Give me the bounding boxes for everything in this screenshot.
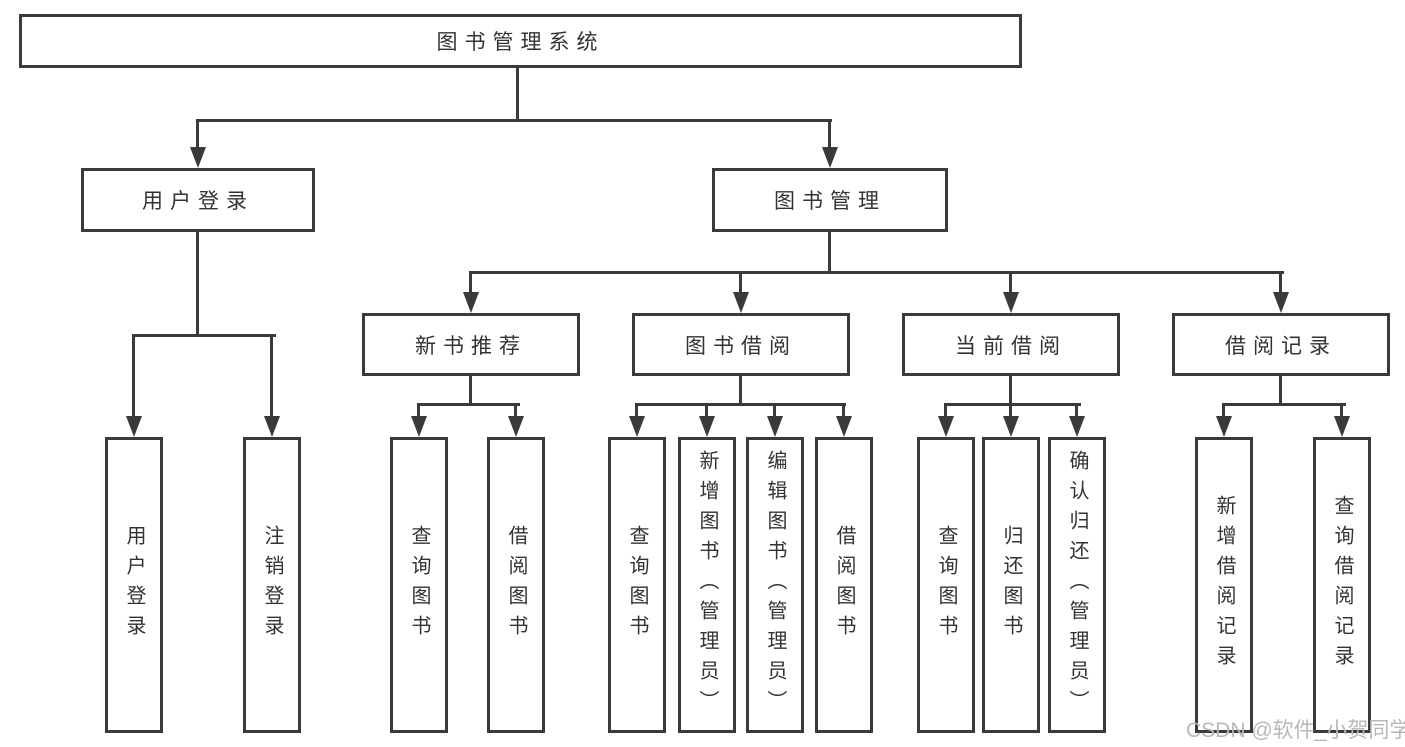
node-leaf-bb-borrow-book-label: 借阅图书 (833, 525, 855, 645)
node-leaf-cb-query-book-label: 查询图书 (935, 525, 957, 645)
node-leaf-bb-query-book-label: 查询图书 (626, 525, 648, 645)
node-leaf-bb-add-book: 新增图书（管理员） (678, 437, 736, 733)
connector-user-login-crossbar (132, 334, 276, 337)
node-leaf-cb-confirm-return-label: 确认归还（管理员） (1066, 450, 1088, 720)
connector-to-new-book-rec (469, 271, 472, 295)
connector-to-cb-return-book (1009, 403, 1012, 418)
node-leaf-bb-edit-book: 编辑图书（管理员） (746, 437, 804, 733)
node-root: 图书管理系统 (19, 14, 1022, 68)
arrow-to-current-borrow-icon (1003, 292, 1019, 313)
node-book-borrow-label: 图书借阅 (685, 334, 797, 358)
connector-to-bb-add-book (705, 403, 708, 418)
connector-to-rec-query-book (417, 403, 420, 418)
node-leaf-rec-query-book: 查询图书 (390, 437, 448, 733)
node-leaf-bb-borrow-book: 借阅图书 (815, 437, 873, 733)
arrow-to-rec-query-book-icon (411, 416, 427, 437)
connector-user-login-stem (196, 232, 199, 337)
node-leaf-bb-query-book: 查询图书 (608, 437, 666, 733)
connector-to-book-mgmt (828, 119, 831, 149)
node-book-mgmt: 图书管理 (712, 168, 948, 232)
arrow-to-new-book-rec-icon (463, 292, 479, 313)
connector-book-borrow-stem (739, 376, 742, 406)
node-leaf-rec-borrow-book-label: 借阅图书 (505, 525, 527, 645)
node-user-login: 用户登录 (81, 168, 315, 232)
node-leaf-cb-query-book: 查询图书 (917, 437, 975, 733)
arrow-to-logout-icon (264, 416, 280, 437)
connector-to-current-borrow (1009, 271, 1012, 295)
connector-root-crossbar (196, 119, 832, 122)
connector-to-login (132, 334, 135, 418)
arrow-to-user-login-icon (190, 147, 206, 168)
connector-to-cb-confirm-return (1075, 403, 1078, 418)
arrow-to-book-borrow-icon (733, 292, 749, 313)
node-leaf-logout: 注销登录 (243, 437, 301, 733)
node-current-borrow: 当前借阅 (902, 313, 1120, 376)
arrow-to-br-add-record-icon (1216, 416, 1232, 437)
node-leaf-bb-add-book-label: 新增图书（管理员） (696, 450, 718, 720)
connector-to-bb-borrow-book (842, 403, 845, 418)
node-leaf-rec-query-book-label: 查询图书 (408, 525, 430, 645)
arrow-to-cb-return-book-icon (1003, 416, 1019, 437)
connector-current-borrow-crossbar (944, 403, 1081, 406)
arrow-to-book-mgmt-icon (822, 147, 838, 168)
node-leaf-cb-return-book-label: 归还图书 (1000, 525, 1022, 645)
connector-to-bb-query-book (635, 403, 638, 418)
arrow-to-rec-borrow-book-icon (508, 416, 524, 437)
connector-to-bb-edit-book (773, 403, 776, 418)
connector-to-logout (270, 334, 273, 418)
node-borrow-records-label: 借阅记录 (1225, 334, 1337, 358)
connector-to-rec-borrow-book (514, 403, 517, 418)
arrow-to-borrow-records-icon (1273, 292, 1289, 313)
connector-to-borrow-records (1279, 271, 1282, 295)
node-leaf-login-label: 用户登录 (123, 525, 145, 645)
watermark: CSDN @软件_小贺同学 (1186, 719, 1405, 742)
node-book-borrow: 图书借阅 (632, 313, 850, 376)
connector-root-stem (516, 68, 519, 122)
arrow-to-bb-add-book-icon (699, 416, 715, 437)
connector-book-borrow-crossbar (635, 403, 846, 406)
node-leaf-br-query-record-label: 查询借阅记录 (1331, 495, 1353, 675)
arrow-to-login-icon (126, 416, 142, 437)
arrow-to-cb-query-book-icon (938, 416, 954, 437)
connector-to-br-query-record (1340, 403, 1343, 418)
arrow-to-cb-confirm-return-icon (1069, 416, 1085, 437)
node-leaf-rec-borrow-book: 借阅图书 (487, 437, 545, 733)
node-root-label: 图书管理系统 (436, 31, 605, 54)
connector-borrow-records-stem (1279, 376, 1282, 406)
node-leaf-login: 用户登录 (105, 437, 163, 733)
arrow-to-br-query-record-icon (1334, 416, 1350, 437)
connector-to-user-login (196, 119, 199, 149)
connector-to-cb-query-book (944, 403, 947, 418)
arrow-to-bb-query-book-icon (629, 416, 645, 437)
node-leaf-br-add-record: 新增借阅记录 (1195, 437, 1253, 733)
connector-current-borrow-stem (1009, 376, 1012, 406)
node-borrow-records: 借阅记录 (1172, 313, 1390, 376)
node-user-login-label: 用户登录 (142, 190, 254, 213)
node-new-book-rec-label: 新书推荐 (415, 334, 527, 358)
node-leaf-br-query-record: 查询借阅记录 (1313, 437, 1371, 733)
connector-book-mgmt-crossbar (469, 271, 1284, 274)
node-leaf-br-add-record-label: 新增借阅记录 (1213, 495, 1235, 675)
node-leaf-logout-label: 注销登录 (261, 525, 283, 645)
node-leaf-cb-confirm-return: 确认归还（管理员） (1048, 437, 1106, 733)
connector-to-book-borrow (739, 271, 742, 295)
node-leaf-bb-edit-book-label: 编辑图书（管理员） (764, 450, 786, 720)
connector-new-book-rec-crossbar (417, 403, 520, 406)
connector-to-br-add-record (1222, 403, 1225, 418)
node-leaf-cb-return-book: 归还图书 (982, 437, 1040, 733)
arrow-to-bb-borrow-book-icon (836, 416, 852, 437)
node-new-book-rec: 新书推荐 (362, 313, 580, 376)
connector-borrow-records-crossbar (1222, 403, 1346, 406)
connector-book-mgmt-stem (828, 232, 831, 274)
connector-new-book-rec-stem (469, 376, 472, 406)
node-book-mgmt-label: 图书管理 (774, 190, 886, 213)
node-current-borrow-label: 当前借阅 (955, 334, 1067, 358)
arrow-to-bb-edit-book-icon (767, 416, 783, 437)
